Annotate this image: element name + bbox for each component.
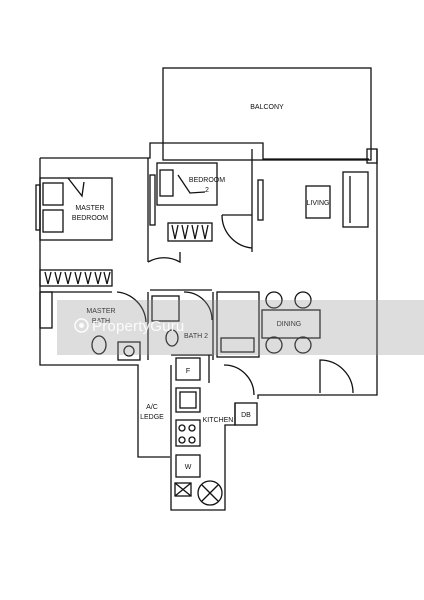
dining-chair-3 [265, 336, 283, 354]
window-bedroom2 [149, 174, 156, 226]
kitchen-bin-cross [174, 482, 192, 497]
watermark-band [57, 300, 424, 355]
wardrobe-master-side [39, 291, 53, 329]
tv-console [305, 185, 331, 219]
wardrobe-bedroom2-hatch [171, 224, 209, 240]
bedroom2-bed [156, 162, 218, 206]
master-bed [39, 177, 113, 241]
bath2-shower [151, 295, 180, 322]
master-bed-pillow-1 [42, 182, 64, 206]
label-living: LIVING [307, 200, 330, 207]
master-toilet [91, 335, 107, 355]
bedroom2-pillow [159, 169, 174, 197]
label-bath2: BATH 2 [184, 333, 208, 340]
label-bedroom2-l1: BEDROOM [189, 177, 225, 184]
bedroom2-sheet [177, 174, 206, 194]
yard-drain-cross [201, 484, 219, 502]
hob-burner-2 [188, 424, 196, 432]
label-master-bedroom-l1: MASTER [75, 205, 104, 212]
washer-box [175, 454, 201, 478]
dining-chair-1 [265, 291, 283, 309]
db-box [234, 402, 258, 426]
label-fridge: F [186, 368, 190, 375]
door-bedroom2 [221, 214, 253, 249]
bath2-toilet [165, 329, 179, 347]
watermark-text: PropertyGuru [92, 318, 185, 335]
label-ac-ledge-l1: A/C [146, 404, 158, 411]
label-db: DB [241, 412, 251, 419]
master-sink-bowl [123, 345, 135, 357]
bath2-vanity [220, 337, 255, 353]
door-kitchen [223, 364, 255, 396]
hob-burner-4 [188, 436, 196, 444]
kitchen-bin [174, 482, 192, 497]
label-master-bedroom-l2: BEDROOM [72, 215, 108, 222]
wardrobe-bedroom2 [167, 222, 213, 242]
window-living-side [257, 179, 264, 221]
door-master-bedroom [147, 252, 181, 264]
label-bedroom2-l2: 2 [205, 187, 209, 194]
label-balcony: BALCONY [250, 104, 284, 111]
door-master-bath [116, 291, 147, 323]
door-main [319, 359, 354, 394]
master-sink [117, 341, 141, 361]
kitchen-sink-basin [179, 391, 197, 409]
sofa [342, 171, 369, 228]
fridge-box [175, 357, 201, 381]
master-bed-pillow-2 [42, 209, 64, 233]
kitchen-sink [175, 387, 201, 413]
dining-chair-4 [294, 336, 312, 354]
shaft-box [216, 291, 260, 358]
label-kitchen: KITCHEN [203, 417, 234, 424]
master-bed-sheet [67, 177, 85, 198]
outer-wall-east [257, 149, 378, 399]
dining-chair-2 [294, 291, 312, 309]
propertyguru-logo-icon [74, 318, 89, 333]
balcony-outline [162, 67, 372, 161]
door-bath2 [183, 291, 213, 321]
yard-drain [197, 480, 223, 506]
label-ac-ledge-l2: LEDGE [140, 414, 164, 421]
kitchen-hob [175, 419, 201, 447]
label-washer: W [185, 464, 192, 471]
wardrobe-master-hatch [44, 271, 111, 285]
hob-burner-1 [178, 424, 186, 432]
label-master-bath-l2: BATH [92, 318, 110, 325]
label-dining: DINING [277, 321, 302, 328]
label-master-bath-l1: MASTER [86, 308, 115, 315]
window-living [366, 148, 378, 164]
wardrobe-master [39, 269, 113, 287]
hob-burner-3 [178, 436, 186, 444]
dining-table [261, 309, 321, 339]
outer-wall-north [40, 142, 369, 160]
